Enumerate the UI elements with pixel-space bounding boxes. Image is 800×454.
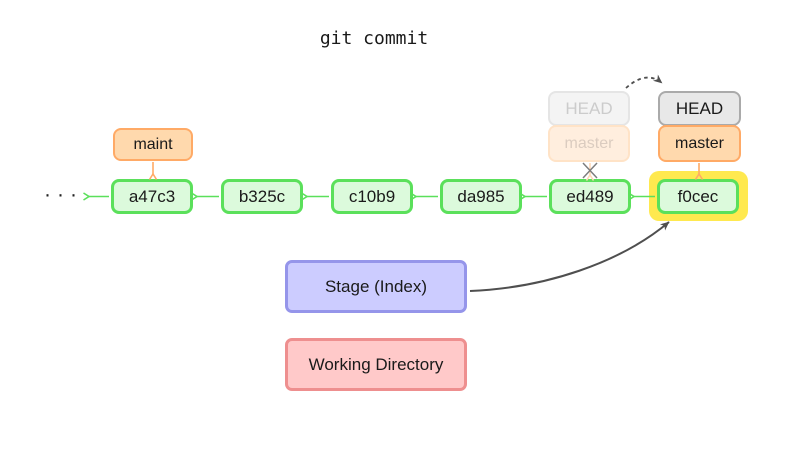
- working-directory-box: Working Directory: [285, 338, 467, 391]
- head-label-old: HEAD: [548, 91, 630, 126]
- head-move-arrow: [625, 74, 663, 89]
- stage-to-commit-arrow: [469, 221, 670, 292]
- head-label-new: HEAD: [658, 91, 741, 126]
- stage-index-box: Stage (Index): [285, 260, 467, 313]
- commit-node: a47c3: [111, 179, 193, 214]
- branch-label-master-new: master: [658, 125, 741, 162]
- cross-mark: [582, 162, 598, 179]
- history-ellipsis: ···: [44, 183, 83, 206]
- branch-label-master-old: master: [548, 125, 630, 162]
- diagram-title: git commit: [319, 28, 429, 49]
- commit-node: ed489: [549, 179, 631, 214]
- commit-node: f0cec: [657, 179, 739, 214]
- commit-node: da985: [440, 179, 522, 214]
- branch-label-maint: maint: [113, 128, 193, 161]
- commit-node: c10b9: [331, 179, 413, 214]
- commit-node: b325c: [221, 179, 303, 214]
